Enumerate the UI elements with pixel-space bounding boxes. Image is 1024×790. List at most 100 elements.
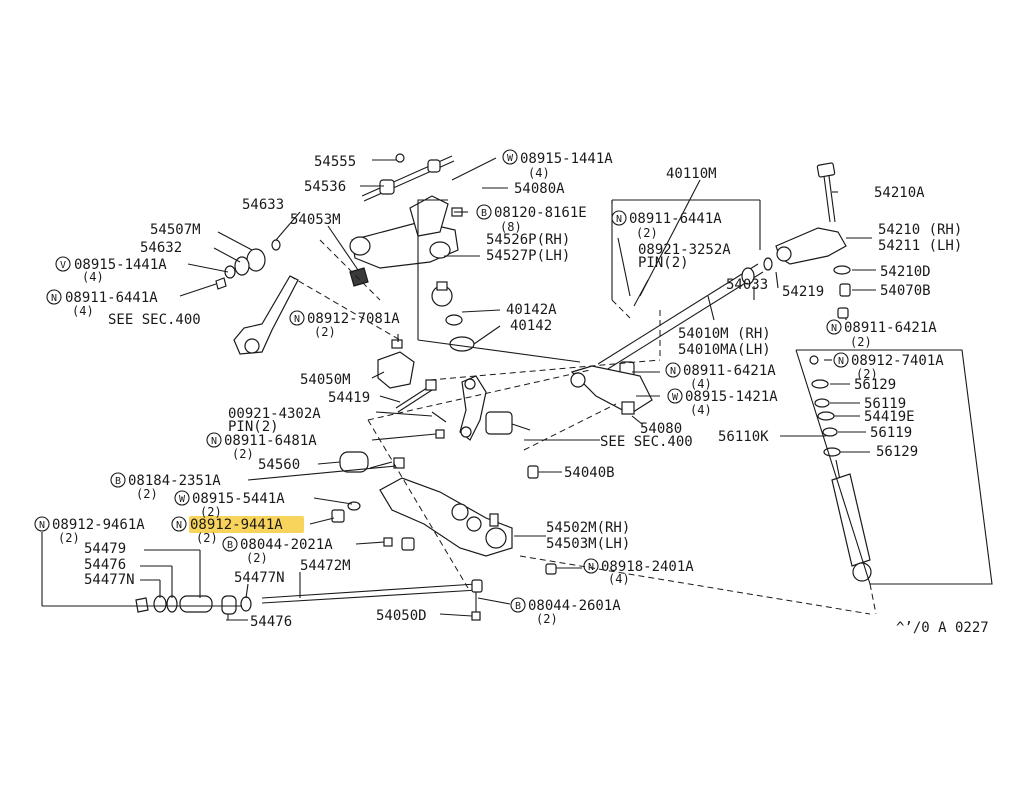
label-54536: 54536	[304, 179, 346, 195]
upper-arm-shaft	[361, 153, 455, 202]
label-54419: 54419	[328, 390, 370, 406]
label-54477n-a: 54477N	[84, 572, 135, 588]
rod-bushings	[135, 595, 252, 615]
label-qty: (2)	[856, 367, 878, 381]
label-54507m: 54507M	[150, 222, 201, 238]
label-qty: (2)	[136, 487, 158, 501]
label-see-sec-400: SEE SEC.400	[108, 312, 201, 328]
label-54502m: 54502M(RH)	[546, 520, 630, 536]
label-qty: (4)	[82, 270, 104, 284]
label-54477n-b: 54477N	[234, 570, 285, 586]
torsion-bar	[597, 263, 764, 377]
n-mark: N	[294, 314, 300, 325]
label-08911-6441a-left: 08911-6441A	[65, 290, 158, 306]
bump-rubber	[349, 267, 369, 287]
label-08912-9441a: 08912-9441A	[190, 517, 283, 533]
label-qty: (2)	[636, 226, 658, 240]
label-54633: 54633	[242, 197, 284, 213]
label-00921-4302a: 00921-4302A	[228, 406, 321, 422]
label-qty: (2)	[58, 531, 80, 545]
b-mark: B	[515, 601, 521, 612]
label-08915-1441a-top: 08915-1441A	[520, 151, 613, 167]
n-mark: N	[176, 520, 182, 531]
w-mark: W	[672, 392, 679, 403]
tension-rod-left	[233, 275, 299, 355]
anchor-arm	[763, 227, 847, 271]
b-mark: B	[481, 208, 487, 219]
label-qty: (2)	[850, 335, 872, 349]
rebound-bumper	[377, 351, 415, 389]
label-54527p: 54527P(LH)	[486, 248, 570, 264]
label-54050m: 54050M	[300, 372, 351, 388]
label-54476-b: 54476	[250, 614, 292, 630]
ball-joint	[431, 281, 475, 352]
label-qty: (2)	[200, 505, 222, 519]
label-54560: 54560	[258, 457, 300, 473]
label-54210a: 54210A	[874, 185, 925, 201]
n-mark: N	[616, 214, 622, 225]
label-qty: (2)	[232, 447, 254, 461]
label-54476-a: 54476	[84, 557, 126, 573]
label-qty: (2)	[536, 612, 558, 626]
label-qty: (2)	[246, 551, 268, 565]
n-mark: N	[211, 436, 217, 447]
b-mark: B	[115, 476, 121, 487]
shock-absorber	[831, 459, 872, 582]
label-56129-a: 56129	[854, 377, 896, 393]
label-08911-6481a: 08911-6481A	[224, 433, 317, 449]
v-mark: V	[60, 260, 66, 271]
label-54080a: 54080A	[514, 181, 565, 197]
label-56119-b: 56119	[870, 425, 912, 441]
label-qty: (2)	[314, 325, 336, 339]
label-54526p: 54526P(RH)	[486, 232, 570, 248]
knuckle-spindle	[459, 375, 531, 441]
label-08918-2401a: 08918-2401A	[601, 559, 694, 575]
label-08912-9461a: 08912-9461A	[52, 517, 145, 533]
label-08921-3252a: 08921-3252A	[638, 242, 731, 258]
n-mark: N	[39, 520, 45, 531]
n-mark: N	[831, 323, 837, 334]
anchor-bolt	[816, 162, 836, 223]
label-08915-1421a: 08915-1421A	[685, 389, 778, 405]
label-54010m: 54010M (RH)	[678, 326, 771, 342]
label-see-sec-400-right: SEE SEC.400	[600, 434, 693, 450]
label-qty: (4)	[690, 377, 712, 391]
n-mark: N	[51, 293, 57, 304]
label-54219: 54219	[782, 284, 824, 300]
label-54472m: 54472M	[300, 558, 351, 574]
label-08044-2021a: 08044-2021A	[240, 537, 333, 553]
n-mark: N	[670, 366, 676, 377]
lower-control-arm	[379, 477, 513, 557]
label-54632: 54632	[140, 240, 182, 256]
label-56110k: 56110K	[718, 429, 769, 445]
label-54479: 54479	[84, 541, 126, 557]
label-08120-8161e: 08120-8161E	[494, 205, 587, 221]
torque-arm	[570, 365, 653, 415]
label-56119-a: 56119	[864, 396, 906, 412]
upper-control-arm	[349, 195, 463, 269]
highlight-08912-9441a	[189, 516, 304, 533]
label-54053m: 54053M	[290, 212, 341, 228]
label-08911-6421a-mid: 08911-6421A	[683, 363, 776, 379]
bolt-54419	[395, 379, 437, 413]
label-08911-6441a-right: 08911-6441A	[629, 211, 722, 227]
label-54033: 54033	[726, 277, 768, 293]
label-54040b: 54040B	[564, 465, 615, 481]
label-54419e: 54419E	[864, 409, 915, 425]
label-54010ma: 54010MA(LH)	[678, 342, 771, 358]
label-08911-6421a-top: 08911-6421A	[844, 320, 937, 336]
label-40142: 40142	[510, 318, 552, 334]
label-08184-2351a: 08184-2351A	[128, 473, 221, 489]
label-qty: (8)	[500, 220, 522, 234]
outline-frames	[41, 199, 993, 620]
label-qty: (4)	[72, 304, 94, 318]
label-qty: (4)	[608, 572, 630, 586]
label-pin: PIN(2)	[638, 255, 689, 271]
label-08912-7081a: 08912-7081A	[307, 311, 400, 327]
label-qty: (4)	[528, 166, 550, 180]
label-54070b: 54070B	[880, 283, 931, 299]
label-qty: (2)	[196, 531, 218, 545]
b-mark: B	[227, 540, 233, 551]
diagram-id: ^’/0 A 0227	[896, 620, 989, 636]
